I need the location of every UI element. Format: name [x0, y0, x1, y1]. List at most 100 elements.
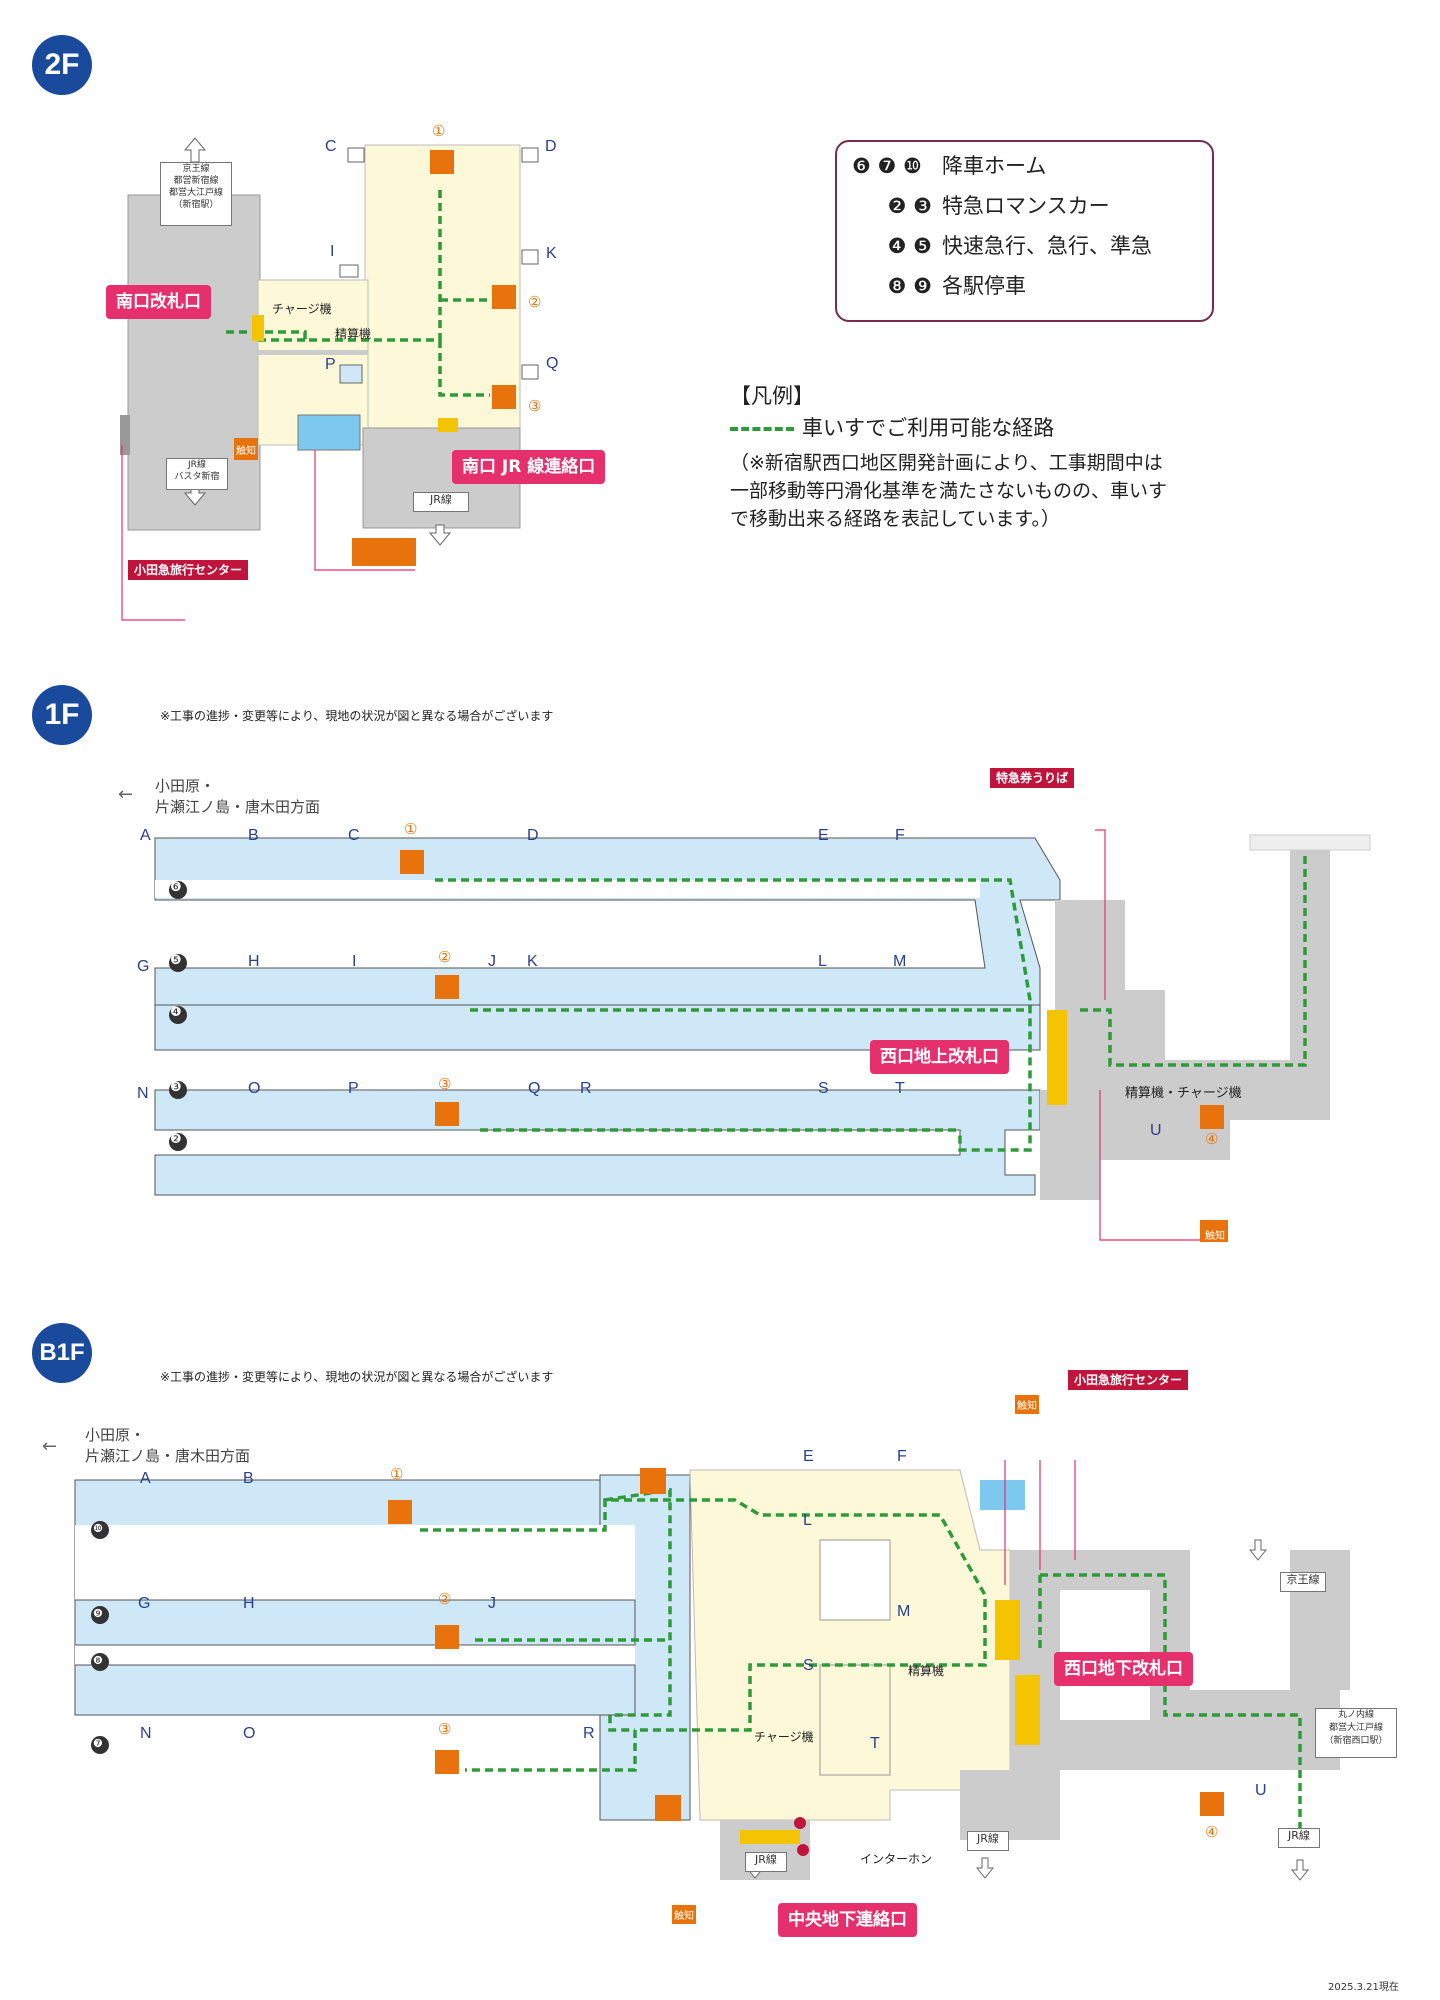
- stair-c-2f: C: [325, 138, 337, 155]
- floor-badge-1f: 1F: [32, 685, 92, 745]
- stair-d-1f: D: [527, 827, 539, 844]
- stair-k-2f: K: [546, 245, 557, 262]
- notice-b1f: ※工事の進捗・変更等により、現地の状況が図と異なる場合がございます: [160, 1370, 554, 1384]
- platform-6-badge-1f: ❻: [170, 880, 182, 895]
- tactile-map-b1f-2: 触知: [672, 1905, 696, 1924]
- stair-t-1f: T: [895, 1080, 905, 1097]
- charge-machine-label-b1f: チャージ機: [754, 1730, 814, 1744]
- elevator-1-b1f: ①: [390, 1466, 404, 1483]
- legend-nums: ❷ ❸: [887, 194, 932, 218]
- stair-f-1f: F: [895, 827, 905, 844]
- elevator-2-b1f: ②: [438, 1591, 452, 1608]
- travel-center-tag-b1f: 小田急旅行センター: [1068, 1370, 1189, 1390]
- stair-r-1f: R: [580, 1080, 592, 1097]
- jr-line-box-b1f-3: JR線: [1278, 1828, 1320, 1848]
- travel-center-tag-2f: 小田急旅行センター: [128, 560, 249, 580]
- stair-d-2f: D: [545, 138, 557, 155]
- legend-note-2: 一部移動等円滑化基準を満たさないものの、車いす: [730, 480, 1168, 502]
- stair-j-b1f: J: [488, 1595, 496, 1612]
- stair-k-1f: K: [527, 953, 538, 970]
- stair-t-b1f: T: [870, 1735, 880, 1752]
- stair-r-b1f: R: [583, 1725, 595, 1742]
- stair-i-1f: I: [352, 953, 357, 970]
- stair-s-b1f: S: [803, 1657, 814, 1674]
- date-stamp: 2025.3.21現在: [1328, 1982, 1399, 1993]
- keio-line-box-b1f: 京王線: [1280, 1572, 1326, 1592]
- platform-5-badge-1f: ❺: [170, 953, 182, 968]
- stair-s-1f: S: [818, 1080, 829, 1097]
- south-jr-connection-label: 南口 JR 線連絡口: [452, 450, 606, 484]
- stair-m-b1f: M: [897, 1603, 911, 1620]
- keio-connection-box: 京王線 都営新宿線 都営大江戸線 （新宿駅）: [160, 162, 232, 226]
- route-dash-sample: [730, 427, 794, 431]
- elevator-2-2f: ②: [528, 294, 542, 311]
- platform-9-badge-b1f: ❾: [93, 1607, 103, 1620]
- stair-e-b1f: E: [803, 1448, 814, 1465]
- busta-connection-box: JR線 バスタ新宿: [166, 458, 228, 490]
- platform-7-badge-b1f: ❼: [93, 1737, 103, 1750]
- stair-p-1f: P: [348, 1080, 359, 1097]
- central-underground-connection-label: 中央地下連絡口: [778, 1903, 917, 1937]
- platform-4-badge-1f: ❹: [170, 1005, 182, 1020]
- stair-u-b1f: U: [1255, 1782, 1267, 1799]
- stair-h-b1f: H: [243, 1595, 255, 1612]
- route-label: 車いすでご利用可能な経路: [802, 416, 1055, 440]
- stair-h-1f: H: [248, 953, 260, 970]
- stair-e-1f: E: [818, 827, 829, 844]
- charge-machine-label-2f: チャージ機: [272, 302, 332, 316]
- stair-b-1f: B: [248, 827, 259, 844]
- intercom-label: インターホン: [860, 1852, 933, 1866]
- stair-q-2f: Q: [546, 355, 559, 372]
- west-ground-gate-label: 西口地上改札口: [870, 1040, 1009, 1074]
- fare-adjust-label-2f: 精算機: [335, 327, 372, 341]
- map-2f: [120, 137, 539, 621]
- map-1f: [154, 829, 1371, 1242]
- jr-line-box-b1f-2: JR線: [967, 1831, 1009, 1851]
- stair-f-b1f: F: [897, 1448, 907, 1465]
- legend-label: 快速急行、急行、準急: [942, 234, 1152, 258]
- tactile-map-1f: 触知: [1205, 1231, 1225, 1242]
- notice-1f: ※工事の進捗・変更等により、現地の状況が図と異なる場合がございます: [160, 709, 554, 723]
- stair-l-b1f: L: [803, 1512, 812, 1529]
- platform-legend: [835, 140, 1214, 322]
- elevator-3-b1f: ③: [438, 1721, 452, 1738]
- map-b1f: [74, 1460, 1350, 1881]
- stair-g-b1f: G: [138, 1595, 151, 1612]
- stair-c-1f: C: [348, 827, 360, 844]
- marunouchi-box: 丸ノ内線 都営大江戸線 （新宿西口駅）: [1315, 1708, 1397, 1758]
- stair-b-b1f: B: [243, 1470, 254, 1487]
- stair-a-1f: A: [140, 827, 151, 844]
- elevator-2-1f: ②: [438, 949, 452, 966]
- floor-badge-b1f: B1F: [32, 1323, 92, 1383]
- platform-10-badge-b1f: ❿: [93, 1522, 103, 1535]
- jr-line-box-2f: JR線: [413, 492, 469, 512]
- platform-3-badge-1f: ❸: [170, 1080, 182, 1095]
- platform-8-badge-b1f: ❽: [93, 1654, 103, 1667]
- legend-label: 降車ホーム: [942, 154, 1047, 178]
- elevator-3-2f: ③: [528, 398, 542, 415]
- legend-note-3: で移動出来る経路を表記しています。）: [730, 508, 1061, 530]
- elevator-1-2f: ①: [432, 123, 446, 140]
- direction-arrow-1f: ←: [118, 784, 134, 805]
- legend-note-1: （※新宿駅西口地区開発計画により、工事期間中は: [730, 452, 1163, 474]
- legend-nums: ❻ ❼ ❿: [852, 154, 922, 178]
- stair-n-b1f: N: [140, 1725, 152, 1742]
- stair-u-1f: U: [1150, 1122, 1162, 1139]
- stair-n-1f: N: [137, 1085, 149, 1102]
- elevator-3-1f: ③: [438, 1076, 452, 1093]
- stair-m-1f: M: [893, 953, 907, 970]
- legend-route: 車いすでご利用可能な経路: [730, 412, 1054, 442]
- fare-charge-label-1f: 精算機・チャージ機: [1125, 1086, 1242, 1101]
- west-underground-gate-label: 西口地下改札口: [1054, 1652, 1193, 1686]
- platform-2-badge-1f: ❷: [170, 1132, 182, 1147]
- express-ticket-tag: 特急券うりば: [990, 768, 1075, 788]
- direction-1f: 小田原・ 片瀬江ノ島・唐木田方面: [155, 777, 321, 816]
- fare-adjust-label-b1f: 精算機: [908, 1664, 945, 1678]
- direction-b1f: 小田原・ 片瀬江ノ島・唐木田方面: [85, 1426, 251, 1465]
- legend-label: 各駅停車: [942, 274, 1026, 298]
- stair-j-1f: J: [488, 953, 496, 970]
- south-gate-label: 南口改札口: [106, 285, 211, 319]
